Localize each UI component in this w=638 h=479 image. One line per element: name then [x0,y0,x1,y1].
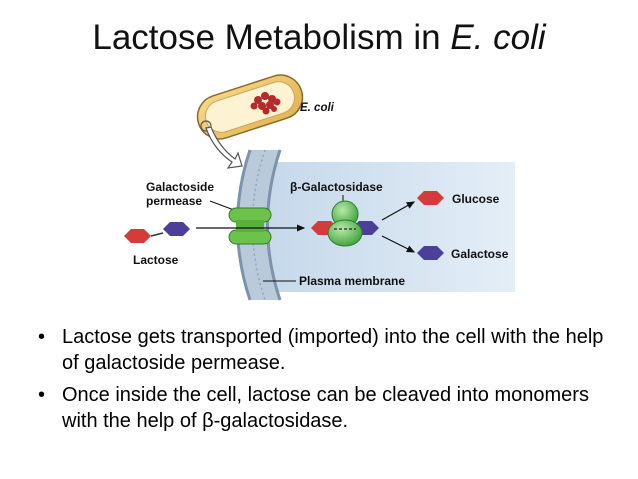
label-permease-1: Galactoside [146,180,214,194]
zoom-arrow [205,126,243,169]
label-ecoli: E. coli [300,102,335,114]
title-italic: E. coli [450,18,546,57]
bullet-list: • Lactose gets transported (imported) int… [36,324,616,440]
ecoli-bacterium [196,74,304,140]
bullet-text: Lactose gets transported (imported) into… [62,326,604,374]
glucose-molecule [417,191,444,205]
bullet-marker: • [38,326,46,348]
arrow-to-glucose [381,201,416,221]
bullet-item: • Once inside the cell, lactose can be cl… [36,382,616,434]
arrow-to-galactose [381,235,416,253]
bullet-marker: • [38,384,46,406]
label-plasma-membrane: Plasma membrane [299,274,405,288]
label-lactose: Lactose [133,253,179,267]
label-permease-2: permease [146,194,202,208]
slide-title: Lactose Metabolism in E. coli [0,18,638,58]
label-galactose: Galactose [451,247,509,261]
bullet-item: • Lactose gets transported (imported) int… [36,324,616,376]
permease-leader [209,200,235,211]
lactose-molecule [124,222,190,243]
nucleoid [250,92,281,115]
beta-galactosidase-enzyme [327,200,363,247]
galactose-molecule [417,246,444,260]
cell-interior [265,162,515,292]
label-glucose: Glucose [452,192,500,206]
title-main: Lactose Metabolism in [92,18,451,57]
bullet-text: Once inside the cell, lactose can be cle… [62,384,589,432]
label-beta-gal: β-Galactosidase [290,180,383,194]
galactoside-permease [228,207,272,245]
